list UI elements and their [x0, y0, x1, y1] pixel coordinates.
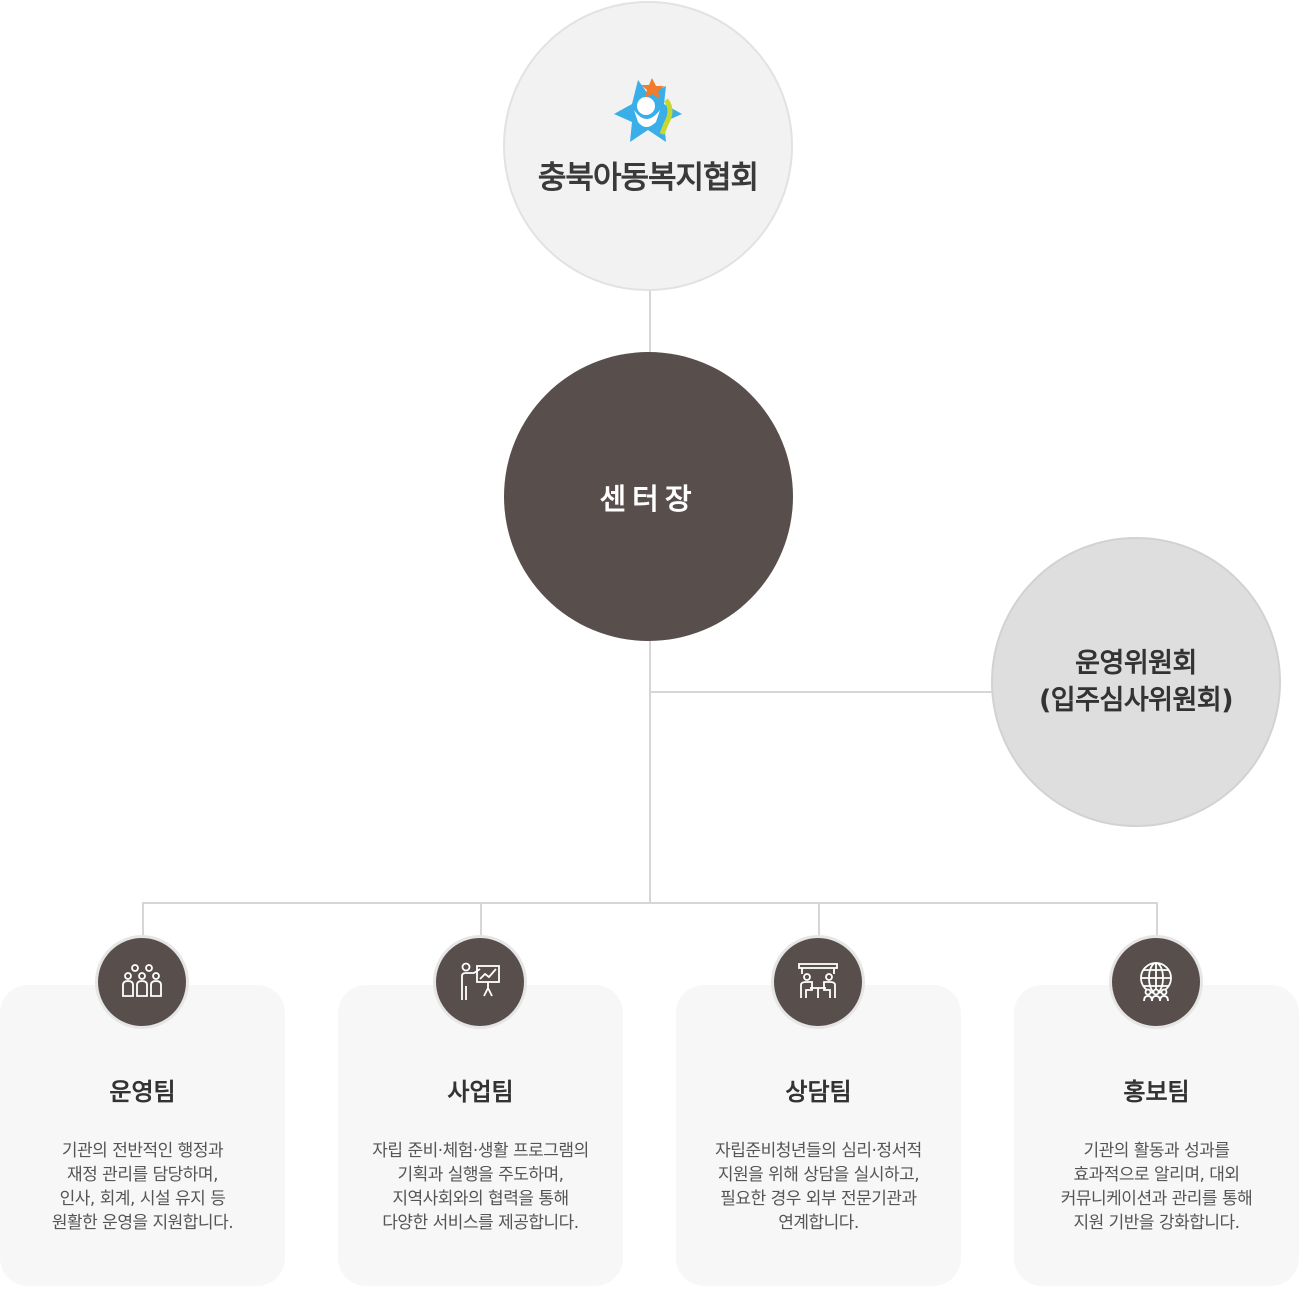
desc-line: 지역사회와의 협력을 통해 [392, 1189, 569, 1209]
committee-label-line2: (입주심사위원회) [1038, 685, 1234, 716]
counseling-meeting-icon [771, 935, 865, 1029]
connector-teams-horizontal [143, 902, 1158, 904]
team-name: 상담팀 [785, 1078, 852, 1106]
desc-line: 다양한 서비스를 제공합니다. [382, 1213, 579, 1233]
desc-line: 지원을 위해 상담을 실시하고, [717, 1165, 920, 1185]
center-director-circle: 센터장 [504, 352, 793, 641]
desc-line: 효과적으로 알리며, 대외 [1073, 1165, 1240, 1185]
team-description: 기관의 전반적인 행정과 재정 관리를 담당하며, 인사, 회계, 시설 유지 … [10, 1139, 275, 1235]
team-card-projects: 사업팀 자립 준비·체험·생활 프로그램의 기획과 실행을 주도하며, 지역사회… [338, 985, 623, 1286]
center-director-label: 센터장 [599, 481, 698, 516]
connector-committee [650, 691, 992, 693]
team-name: 홍보팀 [1123, 1078, 1190, 1106]
desc-line: 인사, 회계, 시설 유지 등 [59, 1189, 226, 1209]
team-name: 운영팀 [109, 1078, 176, 1106]
org-circle: 충북아동복지협회 [503, 1, 793, 291]
org-name: 충북아동복지협회 [537, 159, 759, 196]
connector-team-1 [142, 902, 144, 937]
team-description: 자립준비청년들의 심리·정서적 지원을 위해 상담을 실시하고, 필요한 경우 … [686, 1139, 951, 1235]
desc-line: 연계합니다. [778, 1213, 859, 1233]
team-card-pr: 홍보팀 기관의 활동과 성과를 효과적으로 알리며, 대외 커뮤니케이션과 관리… [1014, 985, 1299, 1286]
connector-top-center [649, 290, 651, 353]
team-name: 사업팀 [447, 1078, 514, 1106]
desc-line: 커뮤니케이션과 관리를 통해 [1060, 1189, 1253, 1209]
connector-center-down [649, 640, 651, 903]
presentation-icon [433, 935, 527, 1029]
connector-team-4 [1156, 902, 1158, 937]
team-card-operations: 운영팀 기관의 전반적인 행정과 재정 관리를 담당하며, 인사, 회계, 시설… [0, 985, 285, 1286]
team-card-counseling: 상담팀 자립준비청년들의 심리·정서적 지원을 위해 상담을 실시하고, 필요한… [676, 985, 961, 1286]
desc-line: 원활한 운영을 지원합니다. [51, 1213, 234, 1233]
connector-team-3 [818, 902, 820, 937]
team-description: 자립 준비·체험·생활 프로그램의 기획과 실행을 주도하며, 지역사회와의 협… [348, 1139, 613, 1235]
people-group-icon [95, 935, 189, 1029]
desc-line: 자립준비청년들의 심리·정서적 [715, 1141, 922, 1161]
desc-line: 재정 관리를 담당하며, [67, 1165, 218, 1185]
star-child-logo-icon [614, 77, 682, 142]
desc-line: 자립 준비·체험·생활 프로그램의 [372, 1141, 589, 1161]
connector-team-2 [480, 902, 482, 937]
globe-people-icon [1109, 935, 1203, 1029]
committee-label-line1: 운영위원회 [1075, 648, 1197, 679]
team-description: 기관의 활동과 성과를 효과적으로 알리며, 대외 커뮤니케이션과 관리를 통해… [1024, 1139, 1289, 1235]
desc-line: 필요한 경우 외부 전문기관과 [720, 1189, 917, 1209]
desc-line: 기관의 활동과 성과를 [1083, 1141, 1230, 1161]
desc-line: 기획과 실행을 주도하며, [397, 1165, 564, 1185]
desc-line: 지원 기반을 강화합니다. [1073, 1213, 1240, 1233]
desc-line: 기관의 전반적인 행정과 [61, 1141, 224, 1161]
committee-circle: 운영위원회 (입주심사위원회) [991, 537, 1281, 827]
